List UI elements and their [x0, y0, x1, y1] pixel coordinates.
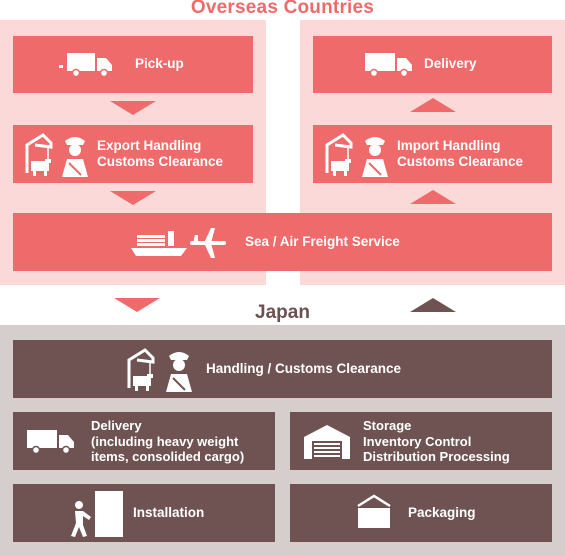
freight-service-box: Sea / Air Freight Service — [13, 213, 552, 271]
truck-icon — [365, 53, 412, 78]
customs-officer-icon — [62, 137, 88, 177]
japan-installation-label: Installation — [133, 505, 205, 520]
japan-delivery-line-1: Delivery — [91, 418, 142, 433]
container-ship-icon — [131, 231, 187, 256]
package-box-icon — [357, 494, 391, 528]
arrow-up-from-japan — [410, 298, 456, 312]
japan-storage-line-2: Inventory Control — [363, 433, 472, 449]
japan-handling-box: Handling / Customs Clearance — [13, 340, 552, 398]
japan-storage-box: Storage Inventory Control Distribution P… — [290, 412, 552, 470]
customs-officer-icon — [362, 137, 388, 177]
export-handling-line-1: Export Handling — [97, 138, 202, 153]
import-handling-box: Import Handling Customs Clearance — [313, 125, 552, 183]
japan-delivery-box: Delivery (including heavy weight items, … — [13, 412, 275, 470]
japan-storage-line-3: Distribution Processing — [363, 449, 510, 464]
japan-heading: Japan — [255, 302, 310, 323]
japan-storage-line-1: Storage — [363, 418, 412, 433]
japan-packaging-box: Packaging — [290, 484, 552, 542]
japan-installation-box: Installation — [13, 484, 275, 542]
arrow-down-1 — [110, 101, 156, 115]
airplane-icon — [190, 228, 226, 258]
freight-service-label: Sea / Air Freight Service — [245, 234, 400, 249]
import-handling-line-1: Import Handling — [397, 138, 501, 153]
export-handling-box: Export Handling Customs Clearance — [13, 125, 253, 183]
crane-icon — [325, 133, 353, 176]
warehouse-icon — [304, 425, 350, 459]
crane-icon — [25, 133, 53, 176]
crane-icon — [127, 348, 155, 391]
customs-officer-icon — [166, 352, 192, 392]
installation-worker-icon — [71, 491, 123, 537]
japan-delivery-line-3: items, consolided cargo) — [91, 449, 245, 464]
arrow-up-2 — [410, 190, 456, 204]
truck-icon — [27, 430, 74, 455]
delivery-label: Delivery — [424, 56, 477, 71]
japan-handling-label: Handling / Customs Clearance — [206, 361, 402, 376]
arrow-down-to-japan — [114, 298, 160, 312]
arrow-up-1 — [410, 98, 456, 112]
overseas-heading: Overseas Countries — [190, 0, 375, 18]
japan-delivery-line-2: (including heavy weight — [91, 433, 239, 449]
import-handling-line-2: Customs Clearance — [397, 154, 524, 169]
japan-packaging-label: Packaging — [408, 505, 476, 520]
export-handling-line-2: Customs Clearance — [97, 154, 224, 169]
pickup-label: Pick-up — [135, 56, 184, 71]
delivery-box: Delivery — [313, 36, 552, 93]
pickup-box: Pick-up — [13, 36, 253, 93]
arrow-down-2 — [110, 191, 156, 205]
truck-icon — [59, 53, 112, 78]
